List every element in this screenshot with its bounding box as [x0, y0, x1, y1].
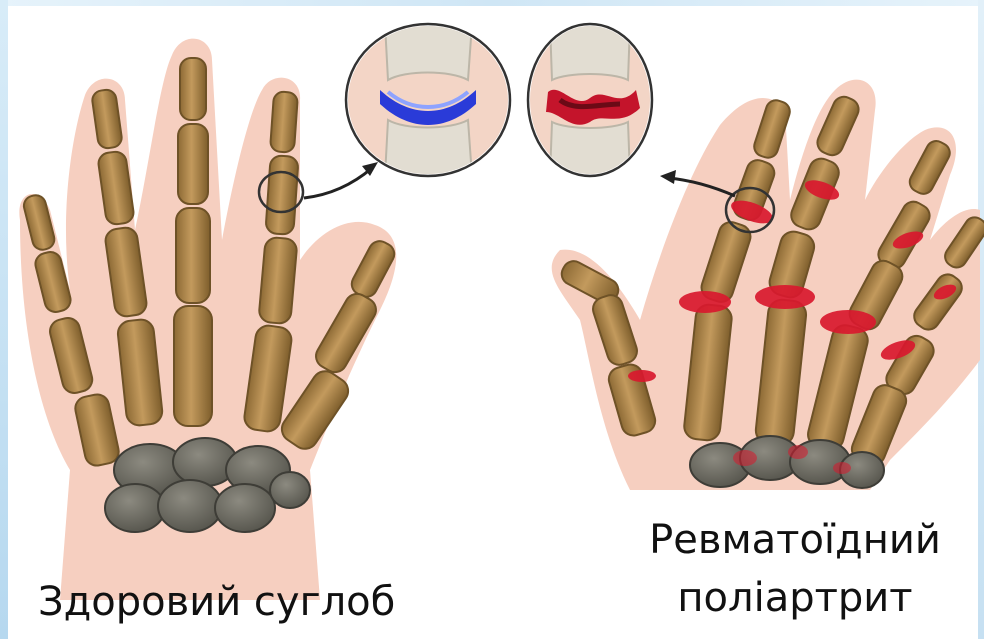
healthy-joint-zoom [346, 24, 510, 176]
zoom-arrow-icon [304, 168, 372, 198]
caption-healthy-joint: Здоровий суглоб [38, 578, 395, 626]
zoom-arrowhead-icon [660, 170, 676, 184]
rheumatoid-joint-zoom [528, 24, 652, 176]
healthy-hand [19, 39, 398, 600]
caption-rheumatoid-line1: Ревматоїдний [636, 516, 954, 564]
caption-rheumatoid-line2: поліартрит [636, 574, 954, 622]
